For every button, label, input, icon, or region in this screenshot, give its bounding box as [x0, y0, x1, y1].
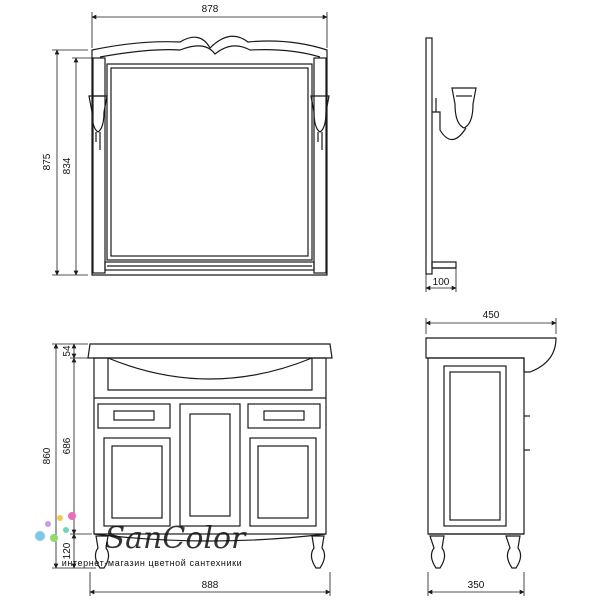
dim-vanity-base-depth: 350	[468, 580, 485, 591]
vanity-side-dimensions	[425, 318, 557, 596]
dim-mirror-depth: 100	[433, 277, 450, 288]
mirror-side-dimensions	[425, 268, 457, 292]
watermark-dots	[35, 512, 76, 542]
vanity-front-dimensions	[52, 343, 331, 596]
dim-mirror-height-total: 875	[42, 153, 53, 170]
mirror-dimensions	[52, 12, 328, 276]
dim-mirror-height-frame: 834	[62, 157, 73, 174]
dim-vanity-total-height: 860	[42, 447, 53, 464]
watermark-tagline: интернет-магазин цветной сантехники	[62, 558, 243, 568]
watermark-brand: SanColor	[105, 521, 247, 556]
dim-mirror-width: 878	[202, 4, 219, 15]
dim-vanity-leg-height: 120	[62, 542, 73, 559]
dim-vanity-width: 888	[202, 580, 219, 591]
mirror-side-view	[425, 37, 477, 275]
dim-vanity-door-height: 686	[62, 437, 73, 454]
dim-vanity-sink-height: 54	[62, 345, 73, 357]
vanity-front-view	[87, 343, 333, 569]
mirror-front-view	[88, 35, 330, 276]
vanity-side-view	[425, 337, 557, 569]
dim-vanity-depth-total: 450	[483, 310, 500, 321]
watermark: SanColor интернет-магазин цветной сантех…	[35, 512, 247, 568]
